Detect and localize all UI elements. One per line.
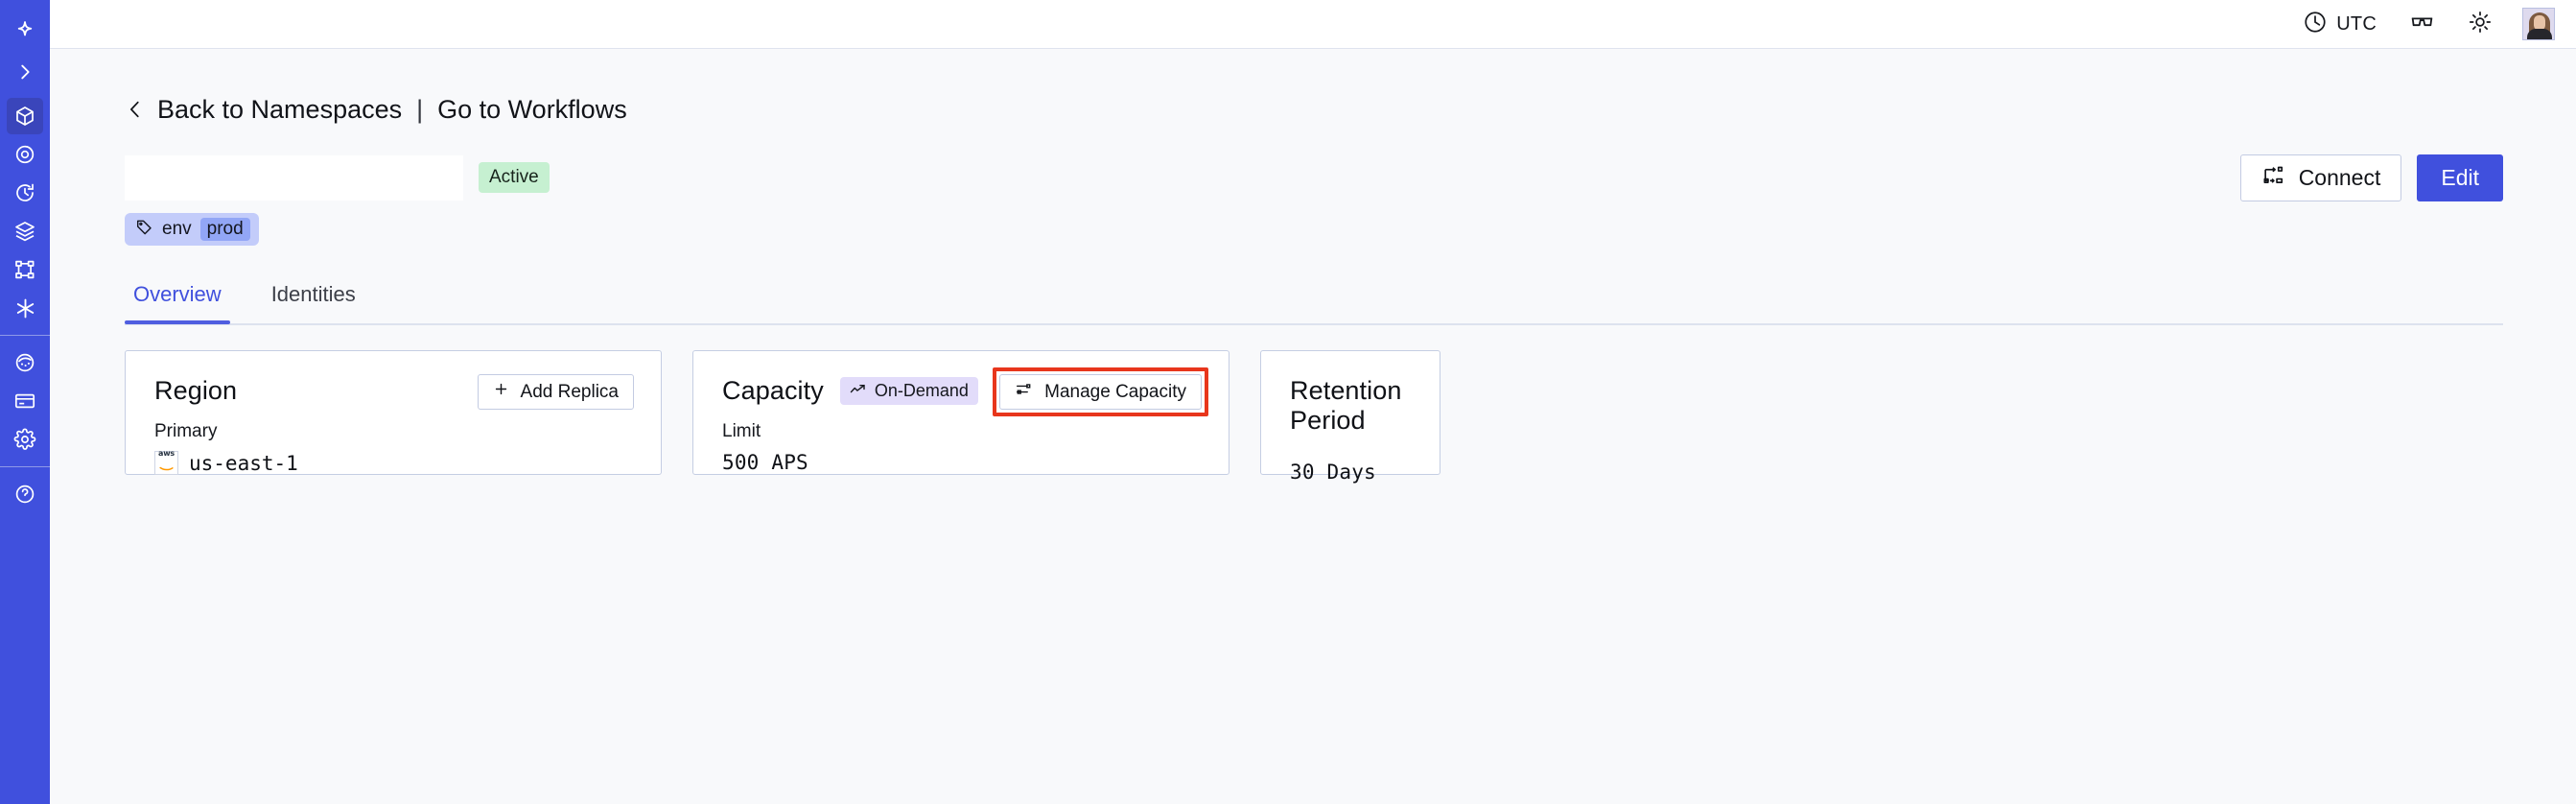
tag-icon <box>135 218 153 241</box>
aws-logo-icon: aws <box>154 449 178 476</box>
sidebar-item-stack[interactable] <box>7 213 43 249</box>
sun-icon <box>2468 10 2493 39</box>
asterisk-icon <box>13 296 37 320</box>
reading-mode-button[interactable] <box>2393 7 2451 41</box>
topbar: UTC <box>50 0 2576 49</box>
gear-icon <box>13 428 36 451</box>
sidebar-item-namespaces[interactable] <box>7 98 43 134</box>
retention-card: Retention Period 30 Days <box>1260 350 1440 484</box>
cube-icon <box>13 105 36 128</box>
four-point-star-logo-icon[interactable] <box>6 10 44 48</box>
help-circle-icon <box>13 483 36 506</box>
sliders-icon <box>1015 380 1033 404</box>
tag-chip-env[interactable]: env prod <box>125 213 259 246</box>
page-title <box>125 154 463 201</box>
go-to-workflows-link[interactable]: Go to Workflows <box>437 94 627 124</box>
sidebar-primary-group <box>0 90 50 326</box>
retention-value: 30 Days <box>1290 461 1376 484</box>
capacity-limit-value: 500 APS <box>722 451 808 474</box>
header-actions: Connect Edit <box>2239 154 2503 201</box>
capacity-card-header: Capacity On-Demand <box>722 376 1200 406</box>
sidebar-divider-2 <box>0 466 50 467</box>
on-demand-badge: On-Demand <box>839 377 978 405</box>
manage-capacity-label: Manage Capacity <box>1044 381 1186 402</box>
sidebar-item-billing[interactable] <box>7 383 43 419</box>
overview-cards: Region Add Replica Primary <box>125 350 2503 484</box>
region-name: us-east-1 <box>189 451 298 475</box>
region-sublabel: Primary <box>154 421 218 441</box>
workflow-branch-icon <box>13 258 36 281</box>
timezone-label: UTC <box>2336 12 2377 35</box>
tab-overview[interactable]: Overview <box>125 282 230 324</box>
status-badge: Active <box>479 162 550 193</box>
avatar-face <box>2534 15 2545 31</box>
breadcrumb: Back to Namespaces | Go to Workflows <box>125 93 2503 126</box>
edit-button[interactable]: Edit <box>2417 154 2503 201</box>
retention-card-title: Retention Period <box>1290 376 1402 435</box>
avatar-body <box>2527 29 2552 39</box>
region-card-title: Region <box>154 376 238 405</box>
page-content: Back to Namespaces | Go to Workflows Act… <box>50 49 2576 804</box>
clock-icon <box>2303 10 2328 39</box>
add-replica-label: Add Replica <box>520 381 619 402</box>
tab-identities[interactable]: Identities <box>270 282 356 306</box>
region-value-row: aws us-east-1 <box>154 449 632 476</box>
aws-logo-text: aws <box>158 449 175 458</box>
add-replica-button[interactable]: Add Replica <box>477 374 634 410</box>
clock-history-icon <box>13 181 36 204</box>
chevron-left-icon[interactable] <box>125 96 146 123</box>
sidebar-item-observability[interactable] <box>7 136 43 173</box>
region-card-header: Region <box>154 376 632 406</box>
sidebar-divider-1 <box>0 335 50 336</box>
capacity-card-title: Capacity <box>722 376 824 405</box>
namespace-header: Active <box>125 154 2503 201</box>
namespace-tags: env prod <box>125 213 2503 246</box>
breadcrumb-separator: | <box>416 94 424 124</box>
credit-card-icon <box>13 390 36 413</box>
plus-icon <box>493 381 509 403</box>
tabs: Overview Identities <box>125 282 2503 325</box>
palette-globe-icon <box>13 351 36 374</box>
trending-up-icon <box>850 381 867 401</box>
glasses-icon <box>2409 9 2435 39</box>
sidebar-item-integrations[interactable] <box>7 290 43 326</box>
sidebar-item-schedules[interactable] <box>7 175 43 211</box>
sidebar-expand-chevron-right-icon[interactable] <box>6 54 44 90</box>
sidebar-tertiary-group <box>0 468 50 512</box>
tabs-underline <box>125 323 2503 325</box>
capacity-sublabel: Limit <box>722 421 761 441</box>
capacity-card: Capacity On-Demand <box>692 350 1229 475</box>
sidebar-item-help[interactable] <box>7 476 43 512</box>
tabs-list: Overview Identities <box>125 282 2503 324</box>
connect-icon <box>2261 163 2285 193</box>
sidebar-item-appearance[interactable] <box>7 344 43 381</box>
manage-capacity-button[interactable]: Manage Capacity <box>999 374 1202 410</box>
aws-smile-swoosh <box>159 459 174 476</box>
theme-toggle-button[interactable] <box>2451 7 2509 41</box>
retention-card-header: Retention Period <box>1290 376 1411 436</box>
timezone-selector[interactable]: UTC <box>2286 7 2393 41</box>
tag-key: env <box>162 219 192 239</box>
connect-button[interactable]: Connect <box>2239 154 2402 201</box>
avatar[interactable] <box>2522 8 2555 40</box>
connect-button-label: Connect <box>2298 165 2381 190</box>
sidebar-item-workflows[interactable] <box>7 251 43 288</box>
sidebar-secondary-group <box>0 337 50 458</box>
region-card: Region Add Replica Primary <box>125 350 662 475</box>
sidebar <box>0 0 50 804</box>
eye-target-icon <box>13 143 36 166</box>
main-pane: UTC <box>50 0 2576 804</box>
tag-value: prod <box>199 218 250 241</box>
back-to-namespaces-link[interactable]: Back to Namespaces <box>157 94 403 124</box>
sidebar-item-settings[interactable] <box>7 421 43 458</box>
on-demand-badge-label: On-Demand <box>874 381 969 400</box>
layers-icon <box>13 220 36 243</box>
content-inner: Back to Namespaces | Go to Workflows Act… <box>50 93 2576 484</box>
